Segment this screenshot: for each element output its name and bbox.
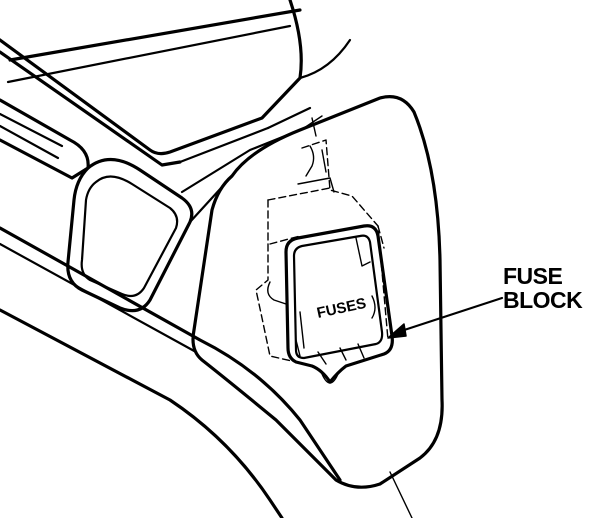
dashboard-top-edge bbox=[0, 0, 352, 167]
dashboard-lower-body bbox=[0, 108, 352, 518]
side-trim-panel bbox=[191, 95, 444, 518]
fuse-cover-label: FUSES bbox=[315, 295, 367, 322]
callout-label-line1: FUSE bbox=[503, 263, 563, 289]
dash-vent-panel bbox=[0, 98, 194, 313]
callout-leader-arrow bbox=[387, 296, 504, 339]
callout-label-line2: BLOCK bbox=[503, 287, 583, 313]
callout-label-fuse-block: FUSE BLOCK bbox=[503, 264, 607, 312]
